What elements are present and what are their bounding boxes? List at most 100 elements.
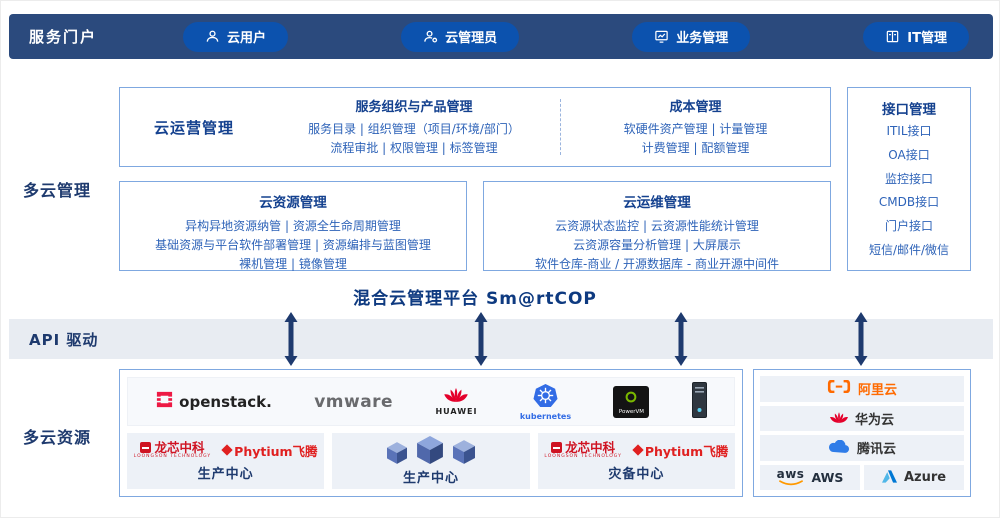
cloud-operations-title: 云运营管理 <box>153 118 234 137</box>
datacenter-production-2: 生产中心 <box>332 433 530 489</box>
datacenter-label: 灾备中心 <box>608 466 665 482</box>
interface-item: ITIL接口 <box>886 124 932 139</box>
loongson-icon <box>551 442 563 454</box>
loongson-logo: 龙芯中科 LOONGSON TECHNOLOGY <box>544 439 622 460</box>
phytium-wordmark: Phytium飞腾 <box>644 443 729 459</box>
phytium-icon <box>221 444 233 456</box>
phytium-logo: Phytium飞腾 <box>221 441 318 460</box>
huawei-cloud-row: 华为云 <box>760 405 964 431</box>
portal-buttons: 云用户 云管理员 业务管理 IT管理 <box>183 21 969 52</box>
api-double-arrow-icon <box>473 311 489 367</box>
openstack-logo: openstack. <box>155 390 272 413</box>
openstack-wordmark: openstack. <box>179 392 272 411</box>
datacenter-row: 龙芯中科 LOONGSON TECHNOLOGY Phytium飞腾 生产中心 <box>127 433 735 489</box>
cloud-resource-line: 异构异地资源纳管 | 资源全生命周期管理 <box>185 219 401 233</box>
multicloud-mgmt-label: 多云管理 <box>23 181 92 200</box>
aws-logotext: aws <box>776 467 805 482</box>
huawei-flower-icon <box>829 409 848 428</box>
tech-resources-box: openstack. vmware HUAWEI kubernetes P <box>119 369 743 497</box>
kubernetes-helm-icon <box>533 383 558 411</box>
cubes-icon <box>386 436 475 464</box>
vendor-logos: 龙芯中科 LOONGSON TECHNOLOGY Phytium飞腾 <box>544 441 728 460</box>
loongson-wordmark: 龙芯中科 <box>565 439 616 455</box>
cloud-user-button[interactable]: 云用户 <box>183 21 289 52</box>
huawei-cloud-label: 华为云 <box>854 412 894 428</box>
kubernetes-wordmark: kubernetes <box>519 411 572 421</box>
api-double-arrow-icon <box>283 311 299 367</box>
datacenter-label: 生产中心 <box>197 466 254 482</box>
loongson-subtext: LOONGSON TECHNOLOGY <box>133 454 212 459</box>
api-label: API 驱动 <box>29 330 99 349</box>
service-org-title: 服务组织与产品管理 <box>355 100 473 115</box>
powervm-logo: PowerVM <box>613 385 650 418</box>
cloud-operations-box: 云运营管理 服务组织与产品管理 服务目录 | 组织管理（项目/环境/部门） 流程… <box>119 87 831 167</box>
cloud-resource-line: 裸机管理 | 镜像管理 <box>239 257 347 271</box>
aliyun-icon <box>827 379 851 398</box>
aws-azure-row: aws AWS Azure <box>760 464 964 490</box>
interface-mgmt-box: 接口管理 ITIL接口 OA接口 监控接口 CMDB接口 门户接口 短信/邮件/… <box>847 87 971 271</box>
cloud-resource-title: 云资源管理 <box>259 195 327 211</box>
interface-item: 短信/邮件/微信 <box>868 242 950 257</box>
phytium-icon <box>632 444 644 456</box>
it-mgmt-label: IT管理 <box>907 31 947 46</box>
loongson-logo: 龙芯中科 LOONGSON TECHNOLOGY <box>133 439 212 460</box>
business-monitor-icon <box>654 29 669 44</box>
phytium-logo: Phytium飞腾 <box>632 441 729 460</box>
vendor-logos: 龙芯中科 LOONGSON TECHNOLOGY Phytium飞腾 <box>134 441 318 460</box>
cloud-opsmaint-title: 云运维管理 <box>623 195 691 211</box>
aliyun-row: 阿里云 <box>760 376 964 402</box>
azure-label: Azure <box>903 469 947 485</box>
datacenter-production-1: 龙芯中科 LOONGSON TECHNOLOGY Phytium飞腾 生产中心 <box>127 433 325 489</box>
business-mgmt-button[interactable]: 业务管理 <box>632 21 751 52</box>
cost-mgmt-section: 成本管理 软硬件资产管理 | 计量管理 计费管理 | 配额管理 <box>561 96 830 158</box>
cloud-opsmaint-box: 云运维管理 云资源状态监控 | 云资源性能统计管理 云资源容量分析管理 | 大屏… <box>483 181 831 271</box>
api-double-arrow-icon <box>673 311 689 367</box>
datacenter-label: 生产中心 <box>402 471 459 486</box>
powervm-ring-icon <box>625 388 637 407</box>
business-mgmt-label: 业务管理 <box>676 31 729 46</box>
azure-icon <box>881 468 897 487</box>
interface-list: ITIL接口 OA接口 监控接口 CMDB接口 门户接口 短信/邮件/微信 <box>848 120 970 262</box>
dashed-divider <box>560 99 561 155</box>
api-band: API 驱动 <box>9 319 993 359</box>
loongson-subtext: LOONGSON TECHNOLOGY <box>544 454 622 459</box>
portal-label: 服务门户 <box>29 28 98 46</box>
cost-mgmt-line: 计费管理 | 配额管理 <box>641 141 750 155</box>
tencent-cloud-icon <box>828 438 850 457</box>
huawei-logo: HUAWEI <box>435 387 478 416</box>
service-portal-band: 服务门户 云用户 云管理员 业务管理 <box>9 14 993 59</box>
interface-item: 监控接口 <box>884 171 933 186</box>
service-org-line: 服务目录 | 组织管理（项目/环境/部门） <box>308 122 520 136</box>
cost-mgmt-line: 软硬件资产管理 | 计量管理 <box>623 122 768 136</box>
huawei-wordmark: HUAWEI <box>435 406 478 416</box>
interface-mgmt-title: 接口管理 <box>882 102 936 118</box>
cloud-admin-button[interactable]: 云管理员 <box>401 21 520 52</box>
public-clouds-box: 阿里云 华为云 腾讯云 aws AWS <box>753 369 971 497</box>
cloud-opsmaint-line: 云资源容量分析管理 | 大屏展示 <box>573 238 741 252</box>
server-tower-icon <box>691 381 707 422</box>
aws-label: AWS <box>811 469 844 485</box>
service-org-section: 服务组织与产品管理 服务目录 | 组织管理（项目/环境/部门） 流程审批 | 权… <box>268 96 560 158</box>
tencent-cloud-row: 腾讯云 <box>760 435 964 461</box>
multicloud-resources-label: 多云资源 <box>23 428 92 447</box>
api-double-arrow-icon <box>853 311 869 367</box>
loongson-wordmark: 龙芯中科 <box>154 439 205 455</box>
cloud-resource-box: 云资源管理 异构异地资源纳管 | 资源全生命周期管理 基础资源与平台软件部署管理… <box>119 181 467 271</box>
aliyun-label: 阿里云 <box>857 383 897 399</box>
cost-mgmt-title: 成本管理 <box>669 100 722 115</box>
tencent-cloud-label: 腾讯云 <box>856 442 896 458</box>
interface-item: CMDB接口 <box>878 195 940 210</box>
loongson-icon <box>140 442 152 454</box>
it-mgmt-button[interactable]: IT管理 <box>863 21 969 52</box>
service-org-line: 流程审批 | 权限管理 | 标签管理 <box>330 141 498 155</box>
platform-title: 混合云管理平台 Sm@rtCOP <box>353 289 597 309</box>
azure-cell: Azure <box>864 464 964 490</box>
cloud-user-label: 云用户 <box>227 31 267 46</box>
aws-cell: aws AWS <box>760 464 860 490</box>
cloud-admin-label: 云管理员 <box>445 31 498 46</box>
admin-user-icon <box>423 29 438 44</box>
interface-item: OA接口 <box>888 147 930 162</box>
cloud-opsmaint-line: 云资源状态监控 | 云资源性能统计管理 <box>555 219 759 233</box>
interface-item: 门户接口 <box>884 218 933 233</box>
